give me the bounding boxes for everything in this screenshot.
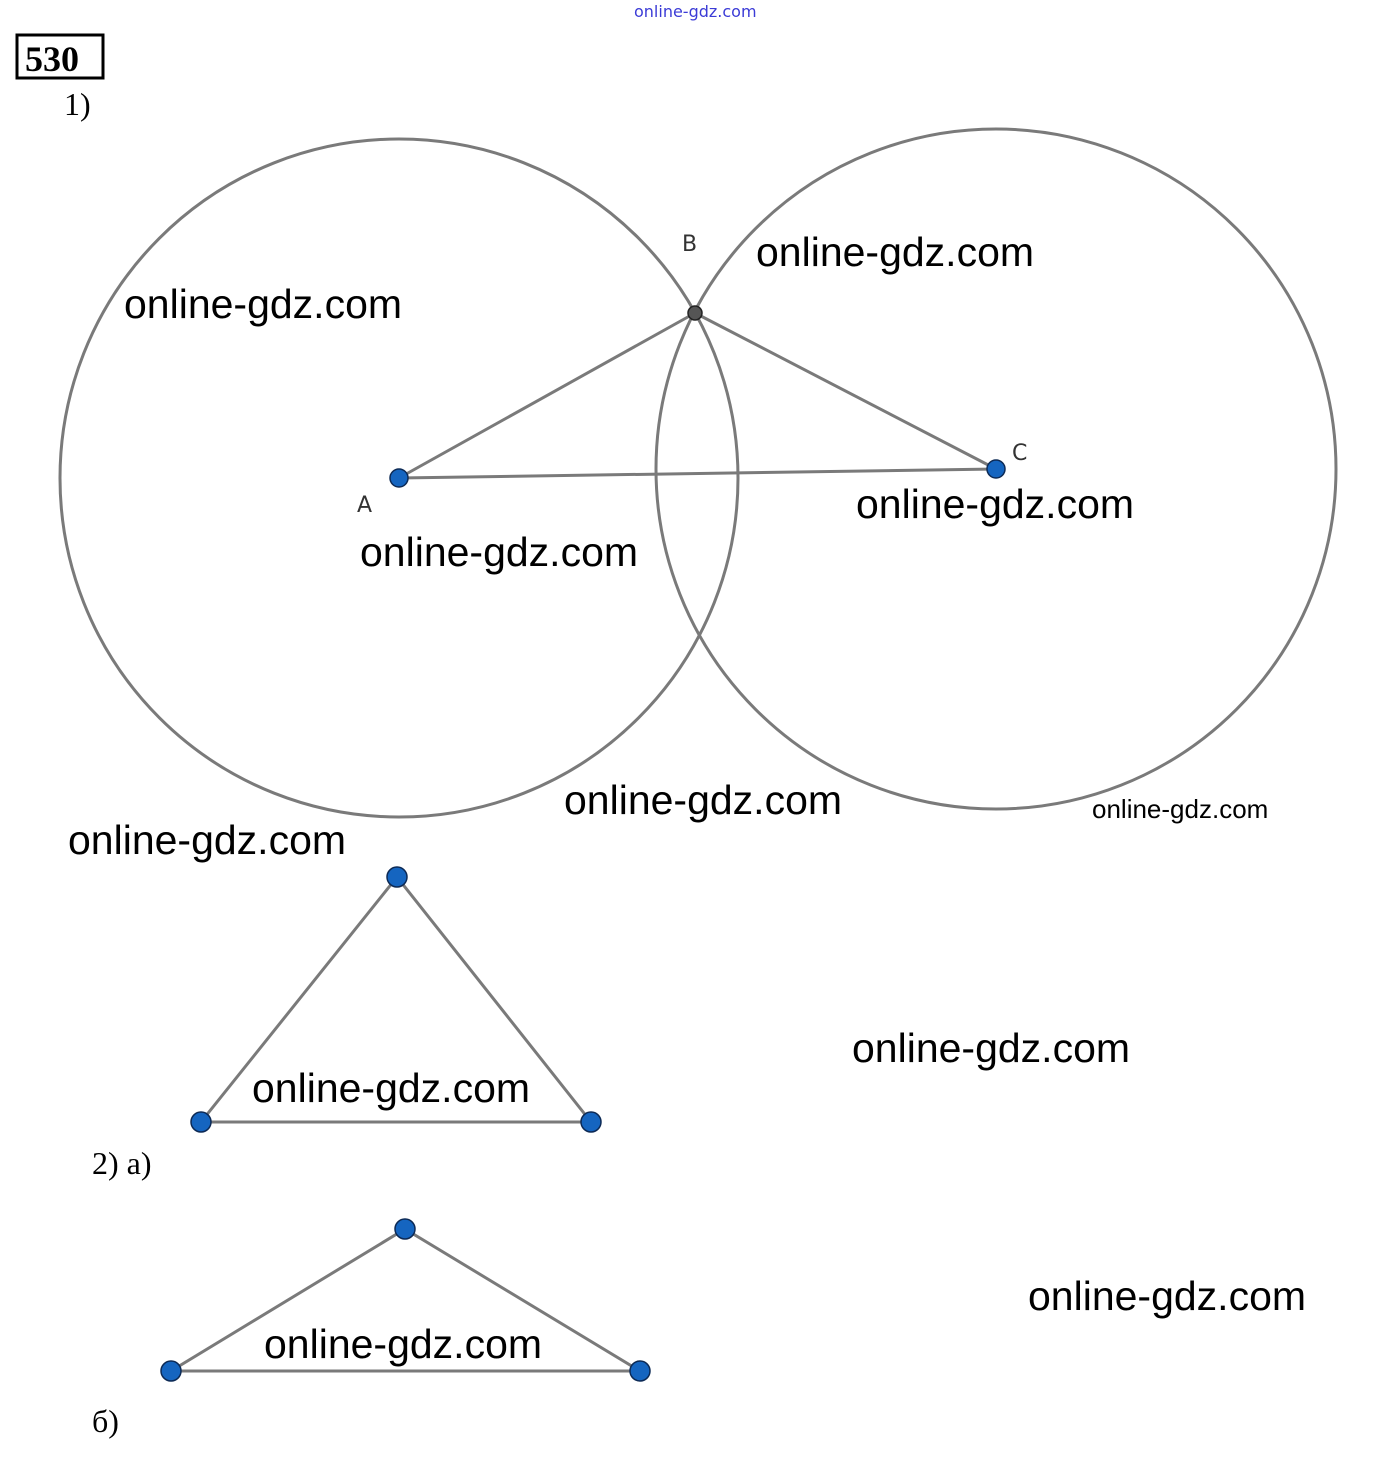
label-c: C — [1012, 441, 1027, 466]
watermark: online-gdz.com — [1028, 1273, 1306, 1319]
watermark: online-gdz.com — [124, 281, 402, 327]
part2a-label: 2) а) — [92, 1145, 152, 1181]
label-b: B — [682, 232, 697, 257]
problem-number-box — [15, 33, 105, 80]
problem-number: 530 — [25, 39, 79, 79]
segment-ab — [398, 311, 696, 480]
watermark: online-gdz.com — [360, 529, 638, 575]
triangle-2a-vertex — [580, 1111, 602, 1133]
segment-ac — [398, 467, 997, 480]
point-a — [389, 468, 409, 488]
watermark: online-gdz.com — [852, 1025, 1130, 1071]
watermark: online-gdz.com — [1092, 794, 1268, 824]
triangle-2b-vertex — [394, 1218, 416, 1240]
part1-label: 1) — [64, 86, 91, 122]
triangle-2a — [197, 874, 595, 1124]
point-b — [687, 305, 703, 321]
top-watermark: online-gdz.com — [634, 2, 757, 21]
watermark: online-gdz.com — [756, 229, 1034, 275]
circle-a — [58, 137, 740, 819]
part2b-label: б) — [92, 1403, 119, 1439]
watermark: online-gdz.com — [564, 777, 842, 823]
triangle-2b-vertex — [629, 1360, 651, 1382]
watermark: online-gdz.com — [856, 481, 1134, 527]
triangle-2b-vertex — [160, 1360, 182, 1382]
segment-bc — [694, 311, 997, 471]
triangle-2a-vertex — [386, 866, 408, 888]
label-a: A — [357, 493, 372, 518]
watermark: online-gdz.com — [264, 1321, 542, 1367]
triangle-2a-vertex — [190, 1111, 212, 1133]
point-c — [986, 459, 1006, 479]
watermark: online-gdz.com — [252, 1065, 530, 1111]
watermark: online-gdz.com — [68, 817, 346, 863]
triangle-2b — [165, 1227, 646, 1373]
circle-c — [654, 127, 1338, 811]
